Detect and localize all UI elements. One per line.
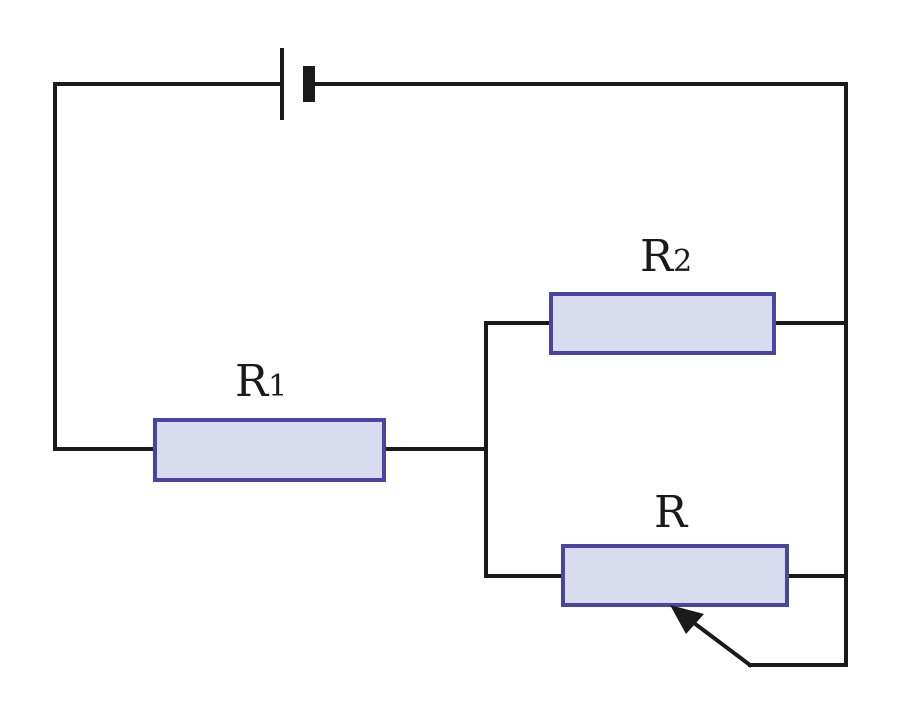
- label-r2: R2: [640, 231, 692, 282]
- label-r1: R1: [235, 356, 287, 407]
- battery: [280, 48, 315, 120]
- label-r2-main: R: [640, 231, 675, 282]
- resistor-r2: [549, 292, 776, 355]
- label-r1-sub: 1: [268, 369, 287, 404]
- rheostat-r: [561, 544, 789, 607]
- wires: [53, 82, 848, 667]
- label-r: R: [654, 487, 689, 538]
- label-r1-main: R: [235, 356, 270, 407]
- slider-shaft: [687, 617, 753, 668]
- wire-top-left: [53, 82, 284, 451]
- battery-short-plate: [303, 66, 315, 102]
- label-r-main: R: [654, 487, 689, 538]
- resistor-r1: [153, 418, 386, 482]
- rheostat-slider-arrow: [670, 605, 753, 668]
- slider-arrowhead-icon: [670, 605, 704, 634]
- wire-top-right: [313, 82, 848, 667]
- label-r2-sub: 2: [673, 244, 692, 279]
